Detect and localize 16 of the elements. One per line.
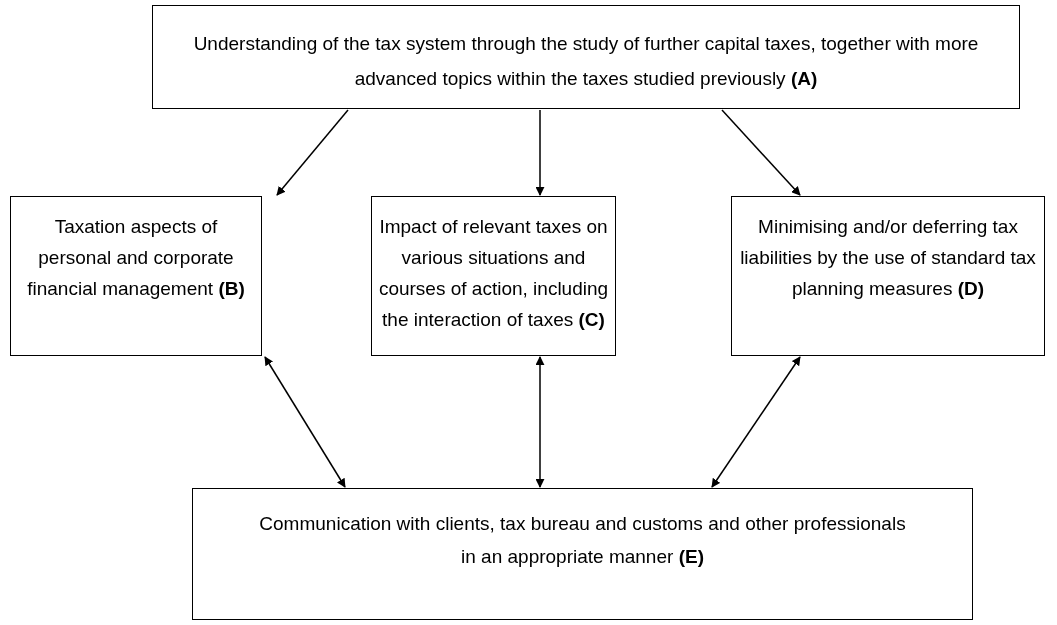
text-box [371, 196, 616, 356]
box-text: Impact of relevant taxes on various situations and courses of action, including the interaction of taxes (C) [378, 215, 609, 332]
arrow [276, 109, 349, 196]
arrow [264, 356, 346, 488]
box-text: Communication with clients, tax bureau and customs and other professionals in an appropriate manner (E) [258, 512, 907, 569]
box-text: Understanding of the tax system through the study of further capital taxes, together with more advanced topics within the taxes studied previously (A) [192, 32, 980, 91]
text-box [10, 196, 262, 356]
box-text: Taxation aspects of personal and corporate financial management (B) [26, 215, 246, 301]
box-text: Minimising and/or deferring tax liabilities by the use of standard tax planning measures (D) [740, 215, 1036, 301]
arrow [535, 109, 545, 196]
text-box [731, 196, 1045, 356]
arrow [711, 356, 801, 488]
arrow [535, 356, 545, 488]
text-box [192, 488, 973, 620]
text-box [152, 5, 1020, 109]
arrow [721, 109, 801, 196]
